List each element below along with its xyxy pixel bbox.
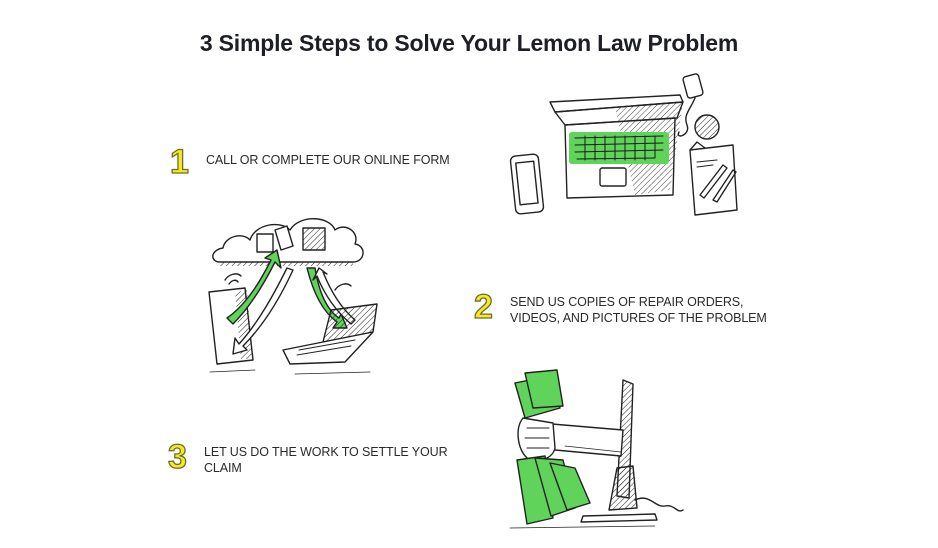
step-number-3: 3 bbox=[167, 438, 187, 476]
step-3-line-2: CLAIM bbox=[204, 461, 242, 475]
step-2-line-2: VIDEOS, AND PICTURES OF THE PROBLEM bbox=[510, 311, 767, 325]
step-1-text: CALL OR COMPLETE OUR ONLINE FORM bbox=[206, 152, 450, 168]
step-3-line-1: LET US DO THE WORK TO SETTLE YOUR bbox=[204, 445, 448, 459]
step-1-line-1: CALL OR COMPLETE OUR ONLINE FORM bbox=[206, 153, 450, 167]
step-1: 1 CALL OR COMPLETE OUR ONLINE FORM bbox=[169, 143, 450, 181]
step-number-2: 2 bbox=[473, 288, 493, 326]
step-2-line-1: SEND US COPIES OF REPAIR ORDERS, bbox=[510, 295, 744, 309]
cloud-sync-illustration bbox=[195, 212, 380, 377]
step-3-text: LET US DO THE WORK TO SETTLE YOUR CLAIM bbox=[204, 444, 448, 476]
step-2-text: SEND US COPIES OF REPAIR ORDERS, VIDEOS,… bbox=[510, 294, 767, 326]
step-number-1: 1 bbox=[169, 143, 189, 181]
money-from-computer-illustration bbox=[505, 368, 685, 533]
step-3: 3 LET US DO THE WORK TO SETTLE YOUR CLAI… bbox=[167, 438, 448, 476]
page-title: 3 Simple Steps to Solve Your Lemon Law P… bbox=[199, 30, 739, 56]
laptop-desk-illustration bbox=[505, 70, 745, 220]
step-2: 2 SEND US COPIES OF REPAIR ORDERS, VIDEO… bbox=[473, 288, 767, 326]
